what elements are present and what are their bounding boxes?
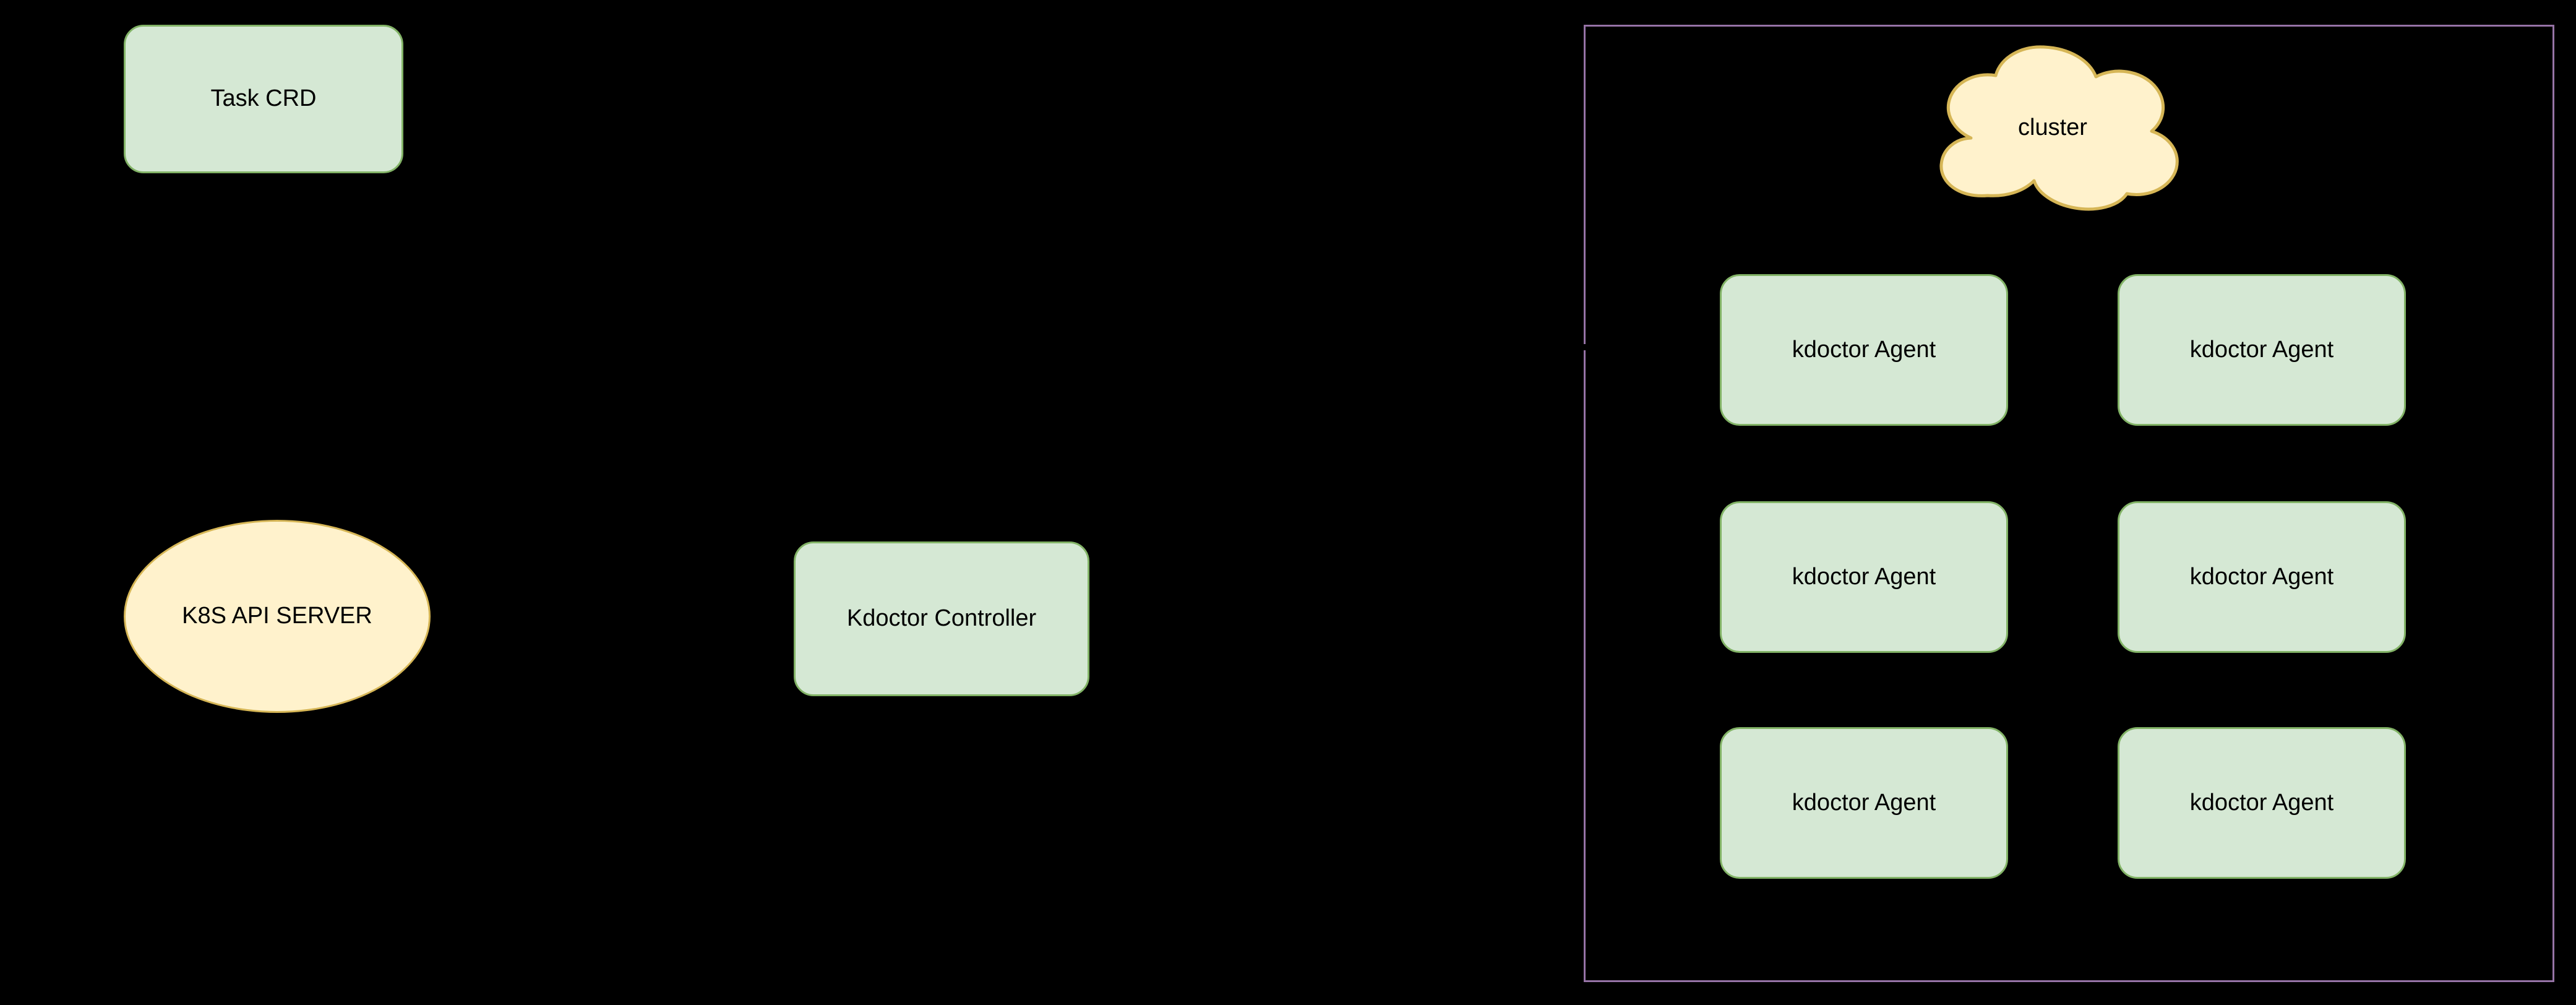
node-task-crd-label: Task CRD	[210, 85, 317, 112]
node-kdoctor-agent-2-label: kdoctor Agent	[2189, 336, 2334, 363]
node-k8s-api-server-label: K8S API SERVER	[182, 603, 372, 629]
node-kdoctor-agent-3-label: kdoctor Agent	[1792, 563, 1936, 590]
node-kdoctor-controller-label: Kdoctor Controller	[846, 605, 1037, 632]
node-kdoctor-agent-2[interactable]: kdoctor Agent	[2118, 274, 2406, 426]
node-kdoctor-agent-6-label: kdoctor Agent	[2189, 789, 2334, 816]
node-kdoctor-agent-4[interactable]: kdoctor Agent	[2118, 501, 2406, 653]
node-kdoctor-controller[interactable]: Kdoctor Controller	[794, 541, 1089, 696]
cloud-icon	[1939, 45, 2179, 211]
node-kdoctor-agent-1[interactable]: kdoctor Agent	[1720, 274, 2008, 426]
node-kdoctor-agent-1-label: kdoctor Agent	[1792, 336, 1936, 363]
node-kdoctor-agent-6[interactable]: kdoctor Agent	[2118, 727, 2406, 879]
node-k8s-api-server[interactable]: K8S API SERVER	[124, 520, 431, 713]
node-kdoctor-agent-5[interactable]: kdoctor Agent	[1720, 727, 2008, 879]
cluster-boundary-edge-gap	[1582, 344, 1587, 350]
node-kdoctor-agent-3[interactable]: kdoctor Agent	[1720, 501, 2008, 653]
node-kdoctor-agent-5-label: kdoctor Agent	[1792, 789, 1936, 816]
node-task-crd[interactable]: Task CRD	[124, 25, 403, 173]
cluster-boundary-container[interactable]	[1584, 25, 2554, 982]
node-cluster-cloud[interactable]: cluster	[1918, 43, 2187, 212]
node-kdoctor-agent-4-label: kdoctor Agent	[2189, 563, 2334, 590]
